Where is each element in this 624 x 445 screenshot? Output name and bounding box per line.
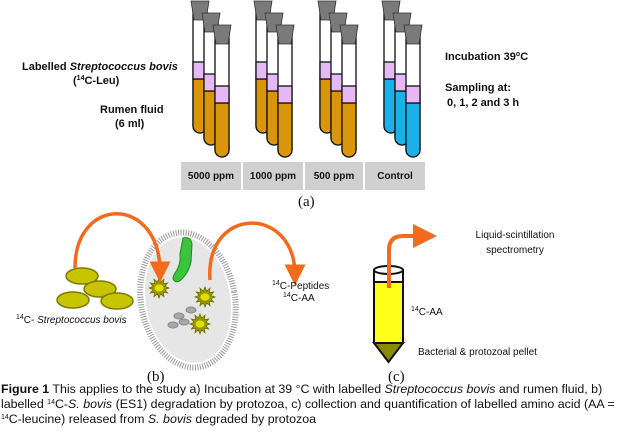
- tube-rack: [190, 0, 423, 158]
- caption-italic: S. bovis: [147, 412, 192, 426]
- rumen-fluid-label: Rumen fluid: [100, 104, 164, 116]
- supernatant-label: 14C-AA: [411, 306, 443, 318]
- tube-group: [381, 0, 423, 158]
- sampling-times: 0, 1, 2 and 3 h: [447, 97, 520, 109]
- isotope-sup: 14: [47, 399, 55, 406]
- treatment-labels: 5000 ppm 1000 ppm 500 ppm Control: [181, 162, 425, 190]
- isotope-sup: 14: [272, 280, 280, 287]
- isotope-sup: 14: [1, 414, 9, 421]
- peptides-text: C-Peptides: [279, 281, 330, 292]
- vesicle: [167, 321, 179, 329]
- caption-text: C-leucine) released from: [8, 412, 148, 426]
- caption-text: (ES1) degradation by protozoa, c) collec…: [112, 397, 615, 411]
- ingested-bacterium: [172, 237, 193, 283]
- peptides-label: 14C-Peptides: [272, 280, 330, 292]
- protozoa-cilia: [137, 229, 239, 371]
- amino-acid-text: C-AA: [290, 293, 315, 304]
- incubation-label: Incubation 39oC: [445, 51, 528, 63]
- treatment-box: 500 ppm: [305, 162, 363, 190]
- vacuole-center: [195, 320, 205, 328]
- bacteria-prefix: C-: [23, 315, 38, 326]
- isotope-sup: 14: [76, 75, 85, 82]
- vesicle: [173, 312, 185, 320]
- paren: (: [73, 75, 77, 87]
- sampling-title: Sampling at:: [445, 82, 512, 94]
- bacteria-layer: [341, 85, 357, 104]
- caption-italic: S. bovis: [68, 397, 113, 411]
- caption-text: This applies to the study a) Incubation …: [49, 382, 385, 396]
- labelled-prefix: Labelled: [22, 61, 70, 73]
- destination-line1: Liquid-scintillation: [475, 230, 555, 241]
- label-tag: (14C-Leu): [73, 75, 119, 87]
- bacterium: [56, 291, 90, 309]
- label-tag-text: C-Leu): [84, 75, 120, 87]
- panel-label-b: (b): [147, 369, 165, 385]
- tube-cap: [212, 24, 232, 45]
- treatment-box: Control: [365, 162, 425, 190]
- rumen-fluid: [341, 102, 357, 158]
- supernatant-text: C-AA: [418, 307, 443, 318]
- amino-acid-label: 14C-AA: [283, 292, 315, 304]
- treatment-box: 1000 ppm: [243, 162, 303, 190]
- panel-label-a: (a): [298, 194, 315, 210]
- rumen-fluid: [277, 102, 293, 158]
- vesicle: [185, 306, 197, 314]
- panels-bc-drawing: [56, 212, 437, 371]
- rumen-fluid: [214, 102, 230, 158]
- bacteria-layer: [405, 85, 421, 104]
- bacteria-layer: [214, 85, 230, 104]
- bacterium: [65, 267, 99, 285]
- pellet: [371, 342, 406, 364]
- incubation-unit: C: [520, 51, 529, 63]
- degree-sup: o: [515, 51, 521, 58]
- vesicle: [178, 318, 190, 326]
- panel-label-c: (c): [388, 369, 405, 385]
- sampling-arrow: [387, 224, 437, 288]
- species-name: Streptococcus bovis: [69, 61, 178, 73]
- tube-group: [253, 0, 295, 158]
- caption-text: C-: [54, 397, 69, 411]
- caption-text: degraded by protozoa: [191, 412, 316, 426]
- vacuole-center: [154, 284, 164, 292]
- figure-caption: Figure 1 This applies to the study a) In…: [1, 382, 623, 427]
- rumen-volume-label: (6 ml): [115, 118, 145, 130]
- incubation-text: Incubation 39: [445, 51, 516, 63]
- figure-number: Figure 1: [1, 382, 50, 396]
- vacuole-center: [200, 293, 210, 301]
- tube-group: [317, 0, 359, 158]
- bacterium: [83, 280, 117, 298]
- tube-group: [190, 0, 232, 158]
- isotope-sup: 14: [283, 292, 291, 299]
- species-name: Streptococcus bovis: [37, 315, 127, 326]
- release-arrow: [208, 221, 306, 286]
- caption-text: and rumen fluid, b) labelled: [1, 382, 603, 411]
- treatment-box: 5000 ppm: [181, 162, 241, 190]
- ingestion-arrow: [73, 212, 171, 283]
- pellet-label: Bacterial & protozoal pellet: [418, 347, 537, 358]
- tube-cap: [339, 24, 359, 45]
- isotope-sup: 14: [411, 306, 419, 313]
- bacterium: [100, 292, 134, 310]
- isotope-sup: 14: [16, 314, 24, 321]
- caption-italic: Streptococcus bovis: [384, 382, 496, 396]
- destination-label: Liquid-scintillation spectrometry: [455, 228, 575, 258]
- bacteria-layer: [277, 85, 293, 104]
- tube-cap: [403, 24, 423, 45]
- labelled-bacteria-label: Labelled Streptococcus bovis: [22, 61, 178, 73]
- tube-cap: [275, 24, 295, 45]
- destination-line2: spectrometry: [486, 245, 544, 256]
- bacteria-label: 14C- Streptococcus bovis: [16, 314, 127, 326]
- rumen-fluid: [405, 102, 421, 158]
- centrifuge-tube-supernatant: [373, 280, 404, 344]
